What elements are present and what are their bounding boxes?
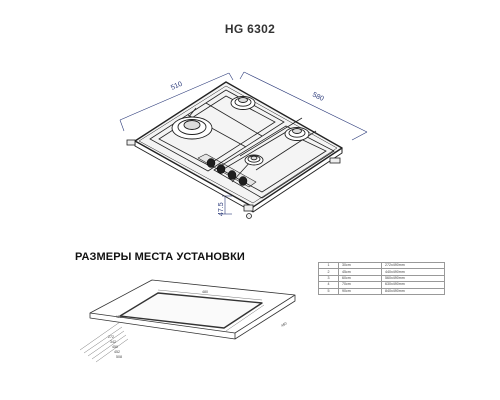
table-cell-cutout: 440x490mm xyxy=(381,268,445,276)
cutout-width-label: 480 xyxy=(202,290,208,294)
table-cell-cutout: 630x490mm xyxy=(381,281,445,289)
burner-rear xyxy=(230,96,256,110)
installation-heading: РАЗМЕРЫ МЕСТА УСТАНОВКИ xyxy=(75,251,245,263)
offset-label-2: 342 xyxy=(110,340,116,344)
dimension-lines xyxy=(119,71,368,215)
table-cell-number: 5 xyxy=(318,287,339,295)
knob-3 xyxy=(227,170,237,180)
control-knobs xyxy=(206,158,248,186)
table-cell-cutout: 840x490mm xyxy=(381,287,445,295)
offset-label-5: 508 xyxy=(116,355,122,359)
offset-label-3: 450 xyxy=(112,345,118,349)
knob-4 xyxy=(238,176,248,186)
height-dimension-label: 47.5 xyxy=(218,202,225,216)
burner-front xyxy=(244,154,264,166)
burners xyxy=(171,96,310,166)
table-cell-cutout: 272x490mm xyxy=(381,261,445,270)
table-cell-size: 90cm xyxy=(338,287,382,295)
knob-2 xyxy=(216,164,226,174)
burner-right xyxy=(284,127,310,141)
cutout-dimension-lines xyxy=(79,289,265,363)
offset-label-4: 452 xyxy=(114,350,120,354)
depth-dimension-label: 580 xyxy=(311,92,325,103)
model-title: HG 6302 xyxy=(224,22,276,36)
knob-1 xyxy=(206,158,216,168)
cutout-depth-label: 460 xyxy=(280,321,287,328)
width-dimension-label: 510 xyxy=(170,81,184,92)
table-row: 2 45cm 440x490mm xyxy=(318,268,445,276)
offset-label-1: 272 xyxy=(108,335,114,339)
table-cell-cutout: 560x490mm xyxy=(381,274,445,283)
thickness-label: 110 xyxy=(116,315,122,319)
underside-fittings xyxy=(126,139,341,219)
burner-large xyxy=(171,116,213,140)
table-row: 5 90cm 840x490mm xyxy=(318,287,445,295)
countertop-outline xyxy=(89,279,296,340)
installation-size-table: 1 30cm 272x490mm 2 45cm 440x490mm 3 60cm… xyxy=(318,261,445,295)
table-row: 3 60cm 560x490mm xyxy=(318,274,445,283)
table-row: 4 70cm 630x490mm xyxy=(318,281,445,289)
table-row: 1 30cm 272x490mm xyxy=(318,261,445,270)
